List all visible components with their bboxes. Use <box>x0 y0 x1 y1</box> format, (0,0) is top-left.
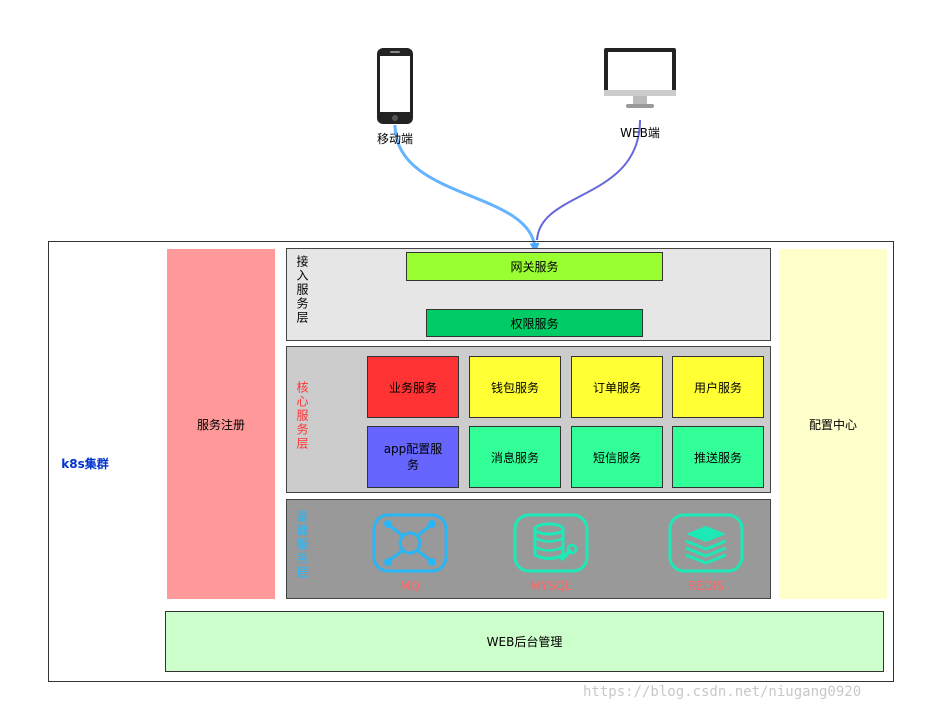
watermark: https://blog.csdn.net/niugang0920 <box>583 684 862 700</box>
base-component-mysql: MYSQL <box>511 512 591 598</box>
service-registry: 服务注册 <box>167 249 275 599</box>
mobile-phone-icon <box>377 48 413 124</box>
mobile-client: 移动端 <box>370 46 420 146</box>
mysql-label: MYSQL <box>530 579 572 593</box>
k8s-cluster-label: k8s集群 <box>61 456 109 471</box>
core-service-message: 消息服务 <box>469 426 561 488</box>
mq-network-icon <box>372 513 448 573</box>
core-service-push: 推送服务 <box>672 426 764 488</box>
redis-label: REDIS <box>687 579 725 593</box>
auth-service: 权限服务 <box>426 309 643 337</box>
desktop-monitor-icon <box>604 48 676 108</box>
core-service-user: 用户服务 <box>672 356 764 418</box>
core-service-wallet: 钱包服务 <box>469 356 561 418</box>
core-layer-title: 核心服务层 <box>295 381 309 451</box>
core-service-order: 订单服务 <box>571 356 663 418</box>
core-service-sms: 短信服务 <box>571 426 663 488</box>
base-component-mq: MQ <box>370 512 450 598</box>
access-layer-title: 接入服务层 <box>295 255 309 325</box>
layers-stack-icon <box>668 513 744 573</box>
k8s-cluster-frame <box>48 241 894 682</box>
config-center: 配置中心 <box>779 249 887 599</box>
core-service-app-config: app配置服务 <box>367 426 459 488</box>
core-service-business: 业务服务 <box>367 356 459 418</box>
mq-label: MQ <box>400 579 420 593</box>
web-label: WEB端 <box>620 125 660 140</box>
web-client: WEB端 <box>600 44 680 144</box>
web-admin: WEB后台管理 <box>165 611 884 672</box>
mobile-label: 移动端 <box>376 131 413 146</box>
database-icon <box>513 513 589 573</box>
gateway-service: 网关服务 <box>406 252 663 281</box>
base-layer-title: 基础服务层 <box>295 510 309 580</box>
base-component-redis: REDIS <box>666 512 746 598</box>
